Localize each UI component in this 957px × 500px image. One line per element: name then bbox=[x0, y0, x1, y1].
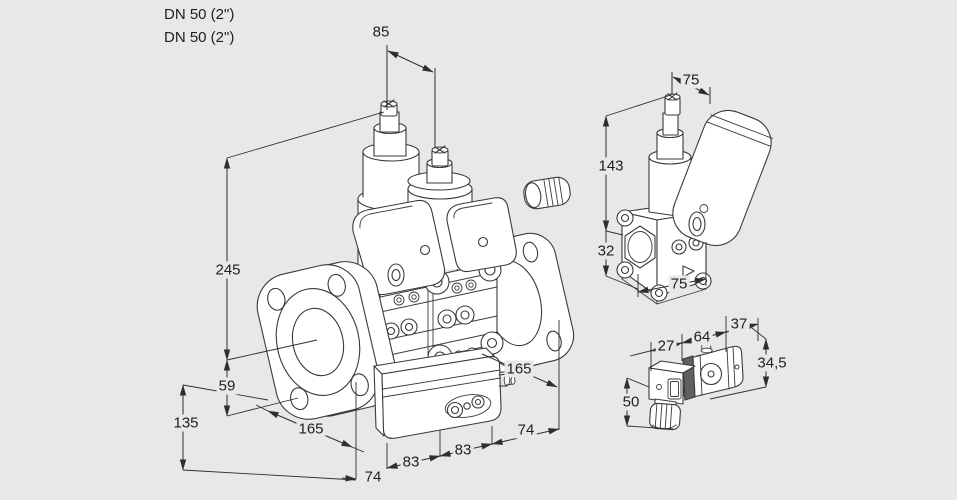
dim-label-83-right: 83 bbox=[452, 441, 474, 459]
connection-label-2: DN 50 (2") bbox=[164, 29, 235, 46]
dim-label-27: 27 bbox=[655, 337, 677, 355]
dim-label-135: 135 bbox=[171, 414, 201, 432]
dim-label-74-bottom: 74 bbox=[362, 468, 384, 486]
solenoid-drawing bbox=[648, 340, 744, 431]
dim-label-165-left: 165 bbox=[296, 420, 326, 438]
dim-label-143: 143 bbox=[596, 157, 626, 175]
actuator-box bbox=[373, 347, 516, 439]
solenoid-shroud-2 bbox=[446, 197, 517, 273]
dim-label-245: 245 bbox=[213, 261, 243, 279]
side-view-drawing bbox=[616, 92, 773, 305]
dim-label-75-top: 75 bbox=[680, 71, 702, 89]
dim-label-85: 85 bbox=[370, 23, 392, 41]
dim-label-32: 32 bbox=[595, 242, 617, 260]
main-valve-drawing bbox=[256, 99, 575, 439]
dim-label-83-left: 83 bbox=[400, 453, 422, 471]
dim-label-74-right: 74 bbox=[515, 421, 537, 439]
dim-label-75-bottom: 75 bbox=[668, 275, 690, 293]
dim-label-34-5: 34,5 bbox=[755, 354, 789, 372]
dim-label-64: 64 bbox=[691, 328, 713, 346]
dim-label-165-right: 165 bbox=[504, 360, 534, 378]
connection-label-1: DN 50 (2") bbox=[164, 6, 235, 23]
dim-label-50: 50 bbox=[620, 393, 642, 411]
dim-label-37: 37 bbox=[728, 315, 750, 333]
dim-label-59: 59 bbox=[216, 377, 238, 395]
sealing-plug bbox=[523, 176, 571, 210]
